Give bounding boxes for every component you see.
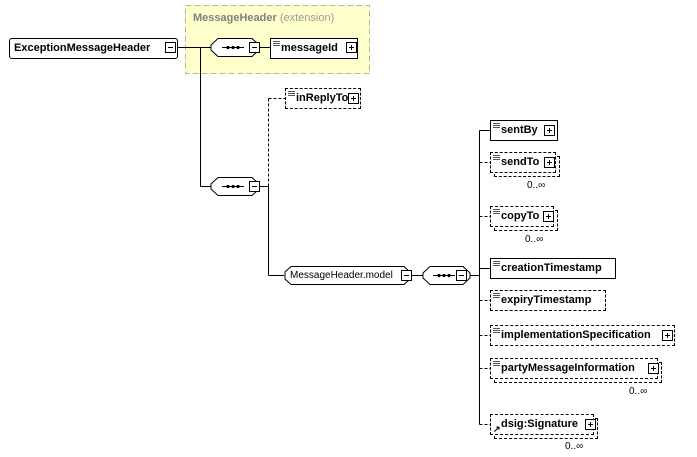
sequence-compositor-lower <box>210 177 260 196</box>
element-label: sendTo <box>501 156 540 168</box>
documentation-icon <box>273 41 280 48</box>
sequence-compositor-top <box>210 38 260 57</box>
element-label: dsig:Signature <box>501 418 579 430</box>
expand-icon[interactable] <box>544 157 555 168</box>
root-element[interactable]: ExceptionMessageHeader <box>9 38 178 59</box>
element-dsig-signature[interactable]: ↗ dsig:Signature <box>490 414 594 435</box>
collapse-icon[interactable] <box>165 42 176 53</box>
collapse-icon[interactable] <box>401 270 412 281</box>
reference-arrow-icon: ↗ <box>493 424 501 434</box>
element-label: inReplyTo <box>296 92 349 104</box>
element-label: implementationSpecification <box>501 329 651 341</box>
element-sendTo[interactable]: sendTo <box>490 152 556 173</box>
expand-icon[interactable] <box>662 330 673 341</box>
element-partyMessageInformation[interactable]: partyMessageInformation <box>490 358 658 379</box>
element-creationTimestamp[interactable]: creationTimestamp <box>490 258 616 279</box>
documentation-icon <box>493 123 500 130</box>
extension-group-label: MessageHeader (extension) <box>193 12 334 24</box>
documentation-icon <box>493 361 500 368</box>
collapse-icon[interactable] <box>456 270 467 281</box>
cardinality-label: 0..∞ <box>525 234 544 245</box>
element-implementationSpecification[interactable]: implementationSpecification <box>490 325 675 346</box>
expand-icon[interactable] <box>348 93 359 104</box>
cardinality-label: 0..∞ <box>565 441 584 452</box>
model-group-shape <box>284 266 411 285</box>
documentation-icon <box>493 293 500 300</box>
expand-icon[interactable] <box>648 363 659 374</box>
element-messageId[interactable]: messageId <box>270 38 358 59</box>
expand-icon[interactable] <box>544 125 555 136</box>
collapse-icon[interactable] <box>249 181 260 192</box>
element-inReplyTo[interactable]: inReplyTo <box>285 88 361 109</box>
element-label: messageId <box>281 42 338 54</box>
element-label: copyTo <box>501 210 540 222</box>
root-label: ExceptionMessageHeader <box>14 42 151 54</box>
element-sentBy[interactable]: sentBy <box>490 120 558 141</box>
documentation-icon <box>493 261 500 268</box>
element-label: sentBy <box>501 124 538 136</box>
expand-icon[interactable] <box>585 419 596 430</box>
expand-icon[interactable] <box>346 42 357 53</box>
documentation-icon <box>493 209 500 216</box>
model-label: MessageHeader.model <box>290 270 393 281</box>
documentation-icon <box>493 328 500 335</box>
collapse-icon[interactable] <box>249 42 260 53</box>
element-expiryTimestamp[interactable]: expiryTimestamp <box>490 290 606 311</box>
element-copyTo[interactable]: copyTo <box>490 206 554 227</box>
documentation-icon <box>288 91 295 98</box>
documentation-icon <box>493 155 500 162</box>
expand-icon[interactable] <box>543 211 554 222</box>
extension-group-title: MessageHeader <box>193 12 277 24</box>
cardinality-label: 0..∞ <box>629 386 648 397</box>
element-label: expiryTimestamp <box>501 294 592 306</box>
element-label: creationTimestamp <box>501 262 602 274</box>
extension-qualifier: (extension) <box>279 12 335 24</box>
cardinality-label: 0..∞ <box>527 180 546 191</box>
element-label: partyMessageInformation <box>501 362 635 374</box>
model-group-label[interactable]: MessageHeader.model <box>290 268 393 283</box>
